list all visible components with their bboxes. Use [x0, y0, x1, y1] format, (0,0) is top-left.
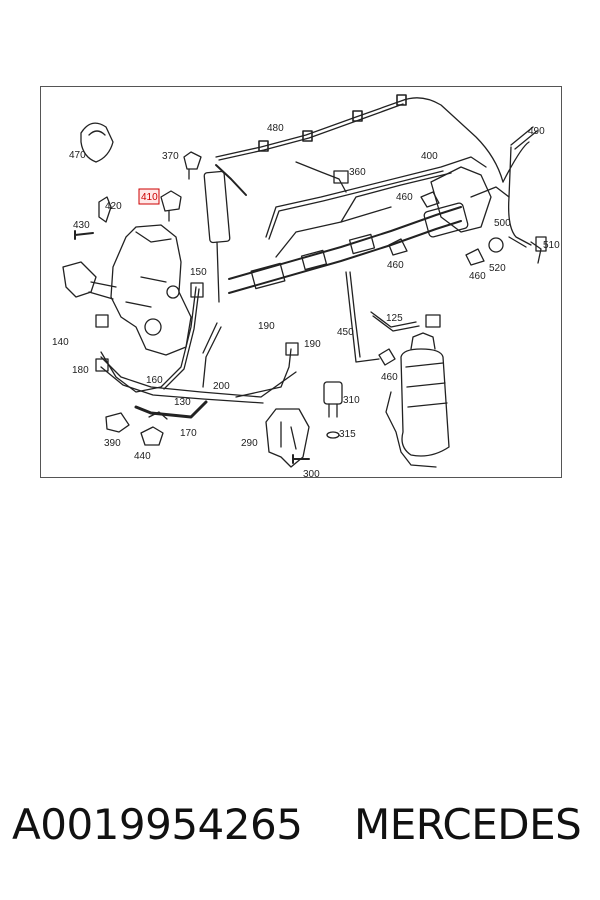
callout-420: 420 — [105, 201, 122, 212]
callout-130: 130 — [174, 397, 191, 408]
callout-140: 140 — [52, 337, 69, 348]
callout-450: 450 — [337, 327, 354, 338]
callout-440: 440 — [134, 451, 151, 462]
bracket-290 — [265, 408, 310, 468]
clamp-470 — [80, 122, 114, 163]
fuel-filter — [400, 348, 450, 457]
callout-370: 370 — [162, 151, 179, 162]
part-caption: A0019954265 MERCEDES — [12, 800, 592, 870]
hose-130 — [134, 400, 208, 419]
callout-390: 390 — [104, 438, 121, 449]
callout-310: 310 — [343, 395, 360, 406]
callout-520: 520 — [489, 263, 506, 274]
callout-490: 490 — [528, 126, 545, 137]
callout-300: 300 — [303, 469, 320, 479]
callout-460: 460 — [396, 192, 413, 203]
line-450 — [345, 271, 380, 363]
callout-410-box — [138, 188, 160, 205]
callout-430: 430 — [73, 220, 90, 231]
callout-290: 290 — [241, 438, 258, 449]
callout-410: 410 — [141, 192, 158, 203]
callout-460-b: 460 — [387, 260, 404, 271]
callout-460-d: 460 — [381, 372, 398, 383]
callout-160: 160 — [146, 375, 163, 386]
parts-diagram: 480 490 470 370 360 400 410 420 430 460 … — [40, 86, 562, 479]
callout-180: 180 — [72, 365, 89, 376]
diagram-drawing: 480 490 470 370 360 400 410 420 430 460 … — [52, 94, 560, 479]
callout-200: 200 — [213, 381, 230, 392]
callout-470: 470 — [69, 150, 86, 161]
callout-315: 315 — [339, 429, 356, 440]
hose-490 — [510, 126, 538, 150]
return-line-480 — [215, 97, 504, 183]
callout-360: 360 — [349, 167, 366, 178]
callout-460-c: 460 — [469, 271, 486, 282]
callout-190: 190 — [258, 321, 275, 332]
callout-labels: 480 490 470 370 360 400 410 420 430 460 … — [52, 123, 560, 479]
callout-125: 125 — [386, 313, 403, 324]
callout-500: 500 — [494, 218, 511, 229]
callout-480: 480 — [267, 123, 284, 134]
callout-170: 170 — [180, 428, 197, 439]
callout-190-b: 190 — [304, 339, 321, 350]
callout-400: 400 — [421, 151, 438, 162]
part-number: A0019954265 — [12, 800, 303, 849]
callout-510: 510 — [543, 240, 560, 251]
callout-150: 150 — [190, 267, 207, 278]
fuel-rail — [228, 206, 462, 280]
brand-name: MERCEDES — [354, 800, 582, 849]
